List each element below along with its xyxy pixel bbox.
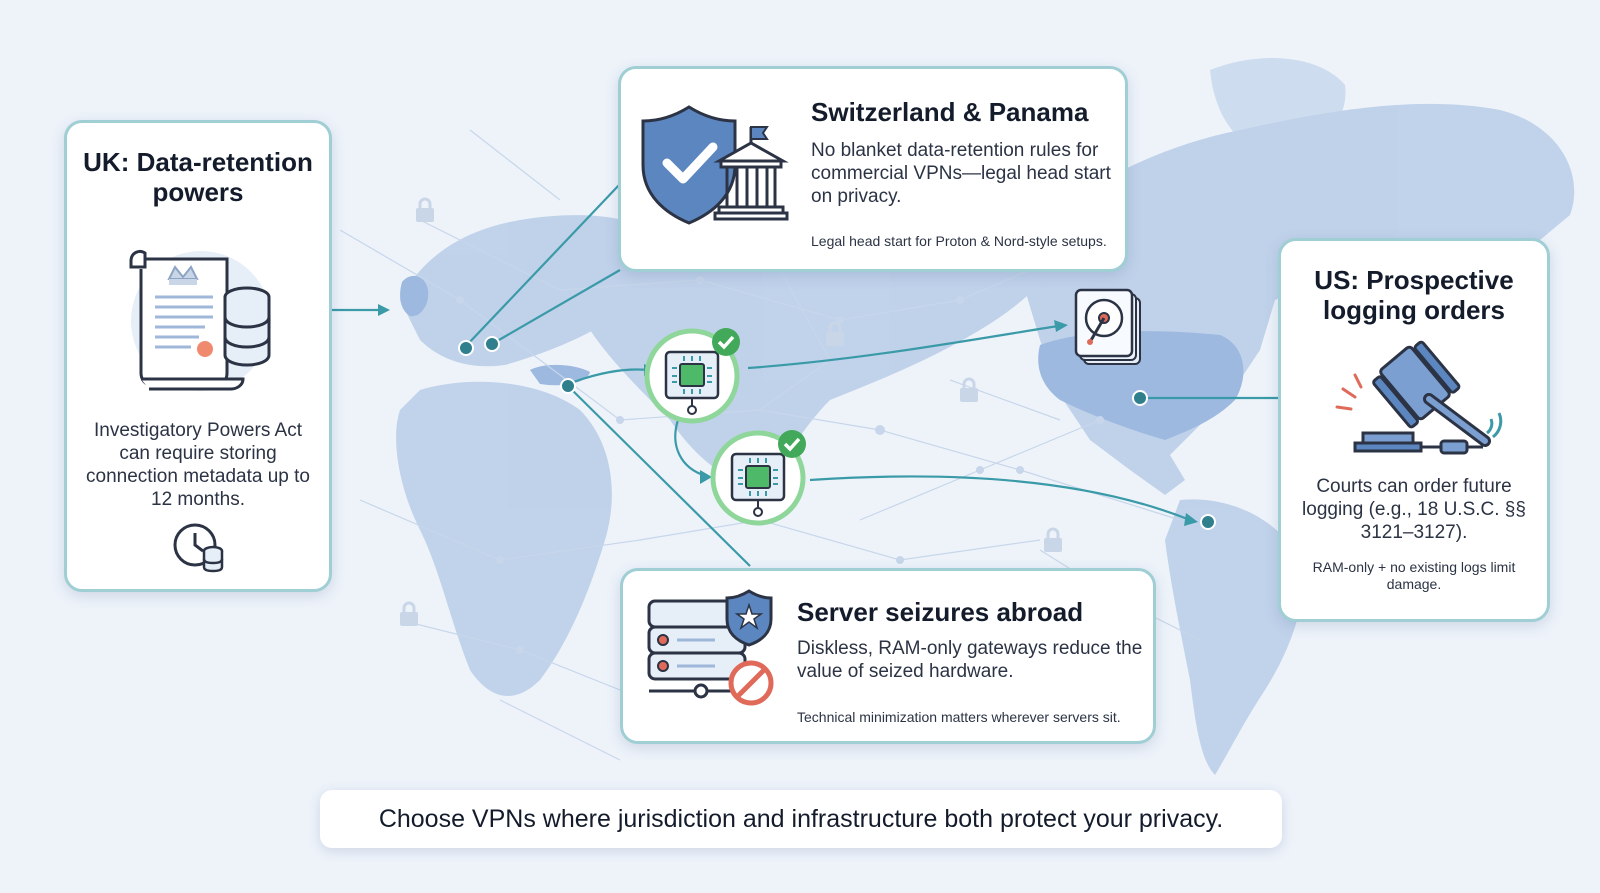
shield-check-courthouse-icon — [641, 105, 789, 225]
connection-lines — [332, 183, 1278, 567]
gavel-icon — [1335, 340, 1503, 455]
swiss-card-title: Switzerland & Panama — [811, 97, 1089, 127]
chip-server-check-icon — [710, 430, 806, 526]
seizure-card-title: Server seizures abroad — [797, 597, 1084, 627]
us-logging-orders-card: US: Prospective logging orders Courts ca… — [1278, 238, 1550, 622]
uk-card-title: UK: Data-retention powers — [83, 147, 313, 207]
lock-icons — [400, 197, 1062, 626]
hard-drive-icon — [1074, 288, 1141, 365]
seizure-card-note: Technical minimization matters wherever … — [797, 709, 1121, 725]
ram-node-middle-east — [710, 430, 810, 526]
ram-node-turkey — [644, 328, 744, 424]
arrowheads — [378, 304, 1198, 526]
uk-data-retention-card: UK: Data-retention powers Investigatory … — [64, 120, 332, 592]
clock-database-icon — [173, 523, 224, 573]
swiss-card-text: No blanket data-retention rules for comm… — [811, 140, 1111, 207]
footer-text: Choose VPNs where jurisdiction and infra… — [378, 804, 1224, 833]
us-card-text: Courts can order future logging (e.g., 1… — [1302, 476, 1526, 543]
server-badge-blocked-icon — [647, 589, 774, 706]
switzerland-panama-card: Switzerland & Panama No blanket data-ret… — [618, 66, 1128, 272]
swiss-card-note: Legal head start for Proton & Nord-style… — [811, 233, 1107, 249]
us-card-note: RAM-only + no existing logs limit damage… — [1312, 559, 1516, 592]
us-card-title: US: Prospective logging orders — [1314, 265, 1514, 325]
server-seizures-card: Server seizures abroad Diskless, RAM-onl… — [620, 568, 1156, 744]
document-with-crown-icon — [129, 249, 271, 391]
uk-card-text: Investigatory Powers Act can require sto… — [86, 420, 310, 510]
location-dots — [458, 336, 1216, 530]
chip-server-check-icon — [644, 328, 740, 424]
seizure-card-text: Diskless, RAM-only gateways reduce the v… — [797, 638, 1143, 682]
footer-banner: Choose VPNs where jurisdiction and infra… — [320, 790, 1282, 848]
